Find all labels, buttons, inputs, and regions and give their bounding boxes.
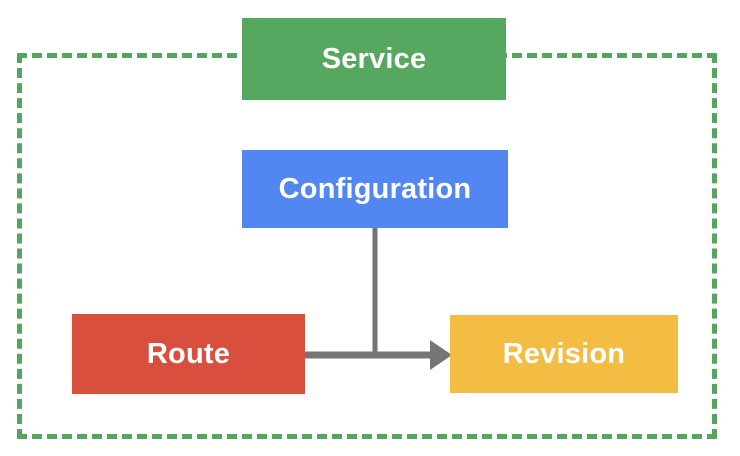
node-revision-label: Revision (502, 337, 626, 370)
node-service[interactable]: Service (242, 18, 506, 100)
node-service-label: Service (321, 42, 427, 75)
node-configuration[interactable]: Configuration (242, 150, 508, 228)
node-revision[interactable]: Revision (450, 315, 678, 393)
node-configuration-label: Configuration (278, 172, 472, 205)
node-route-label: Route (146, 337, 231, 370)
node-route[interactable]: Route (72, 314, 305, 394)
